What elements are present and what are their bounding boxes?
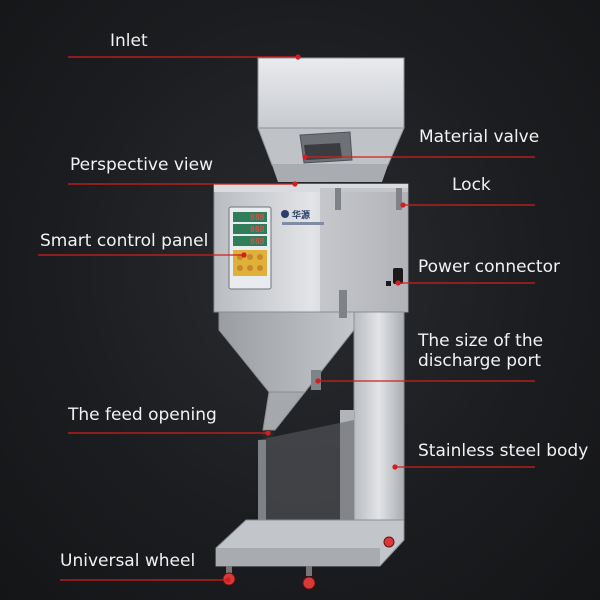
wheel-back-right (383, 536, 395, 548)
control-panel[interactable]: 888 888 888 (228, 206, 272, 290)
power-connector[interactable] (393, 268, 403, 284)
label-smart-control-panel: Smart control panel (40, 231, 209, 251)
base (215, 519, 405, 567)
svg-text:888: 888 (250, 237, 265, 246)
label-lock: Lock (452, 175, 491, 195)
hopper (257, 57, 405, 182)
svg-text:888: 888 (250, 213, 265, 222)
label-feed-opening: The feed opening (68, 405, 217, 425)
wheel-front-right (302, 566, 316, 590)
lower-cone (218, 290, 355, 438)
leader-lines (38, 54, 535, 583)
lock-latch-left[interactable] (335, 188, 341, 210)
label-material-valve: Material valve (419, 127, 540, 147)
universal-wheels (222, 536, 395, 590)
label-discharge-port: The size of the discharge port (418, 331, 544, 372)
label-power-connector: Power connector (418, 257, 560, 277)
stand-body (258, 311, 405, 531)
lock-latch-right[interactable] (396, 188, 402, 210)
brand-logo: 华源 (281, 209, 324, 225)
label-stainless-body: Stainless steel body (418, 441, 589, 461)
label-inlet: Inlet (110, 31, 148, 51)
svg-text:888: 888 (250, 225, 265, 234)
label-perspective-view: Perspective view (70, 155, 214, 175)
svg-text:华源: 华源 (292, 209, 310, 221)
label-universal-wheel: Universal wheel (60, 551, 196, 571)
